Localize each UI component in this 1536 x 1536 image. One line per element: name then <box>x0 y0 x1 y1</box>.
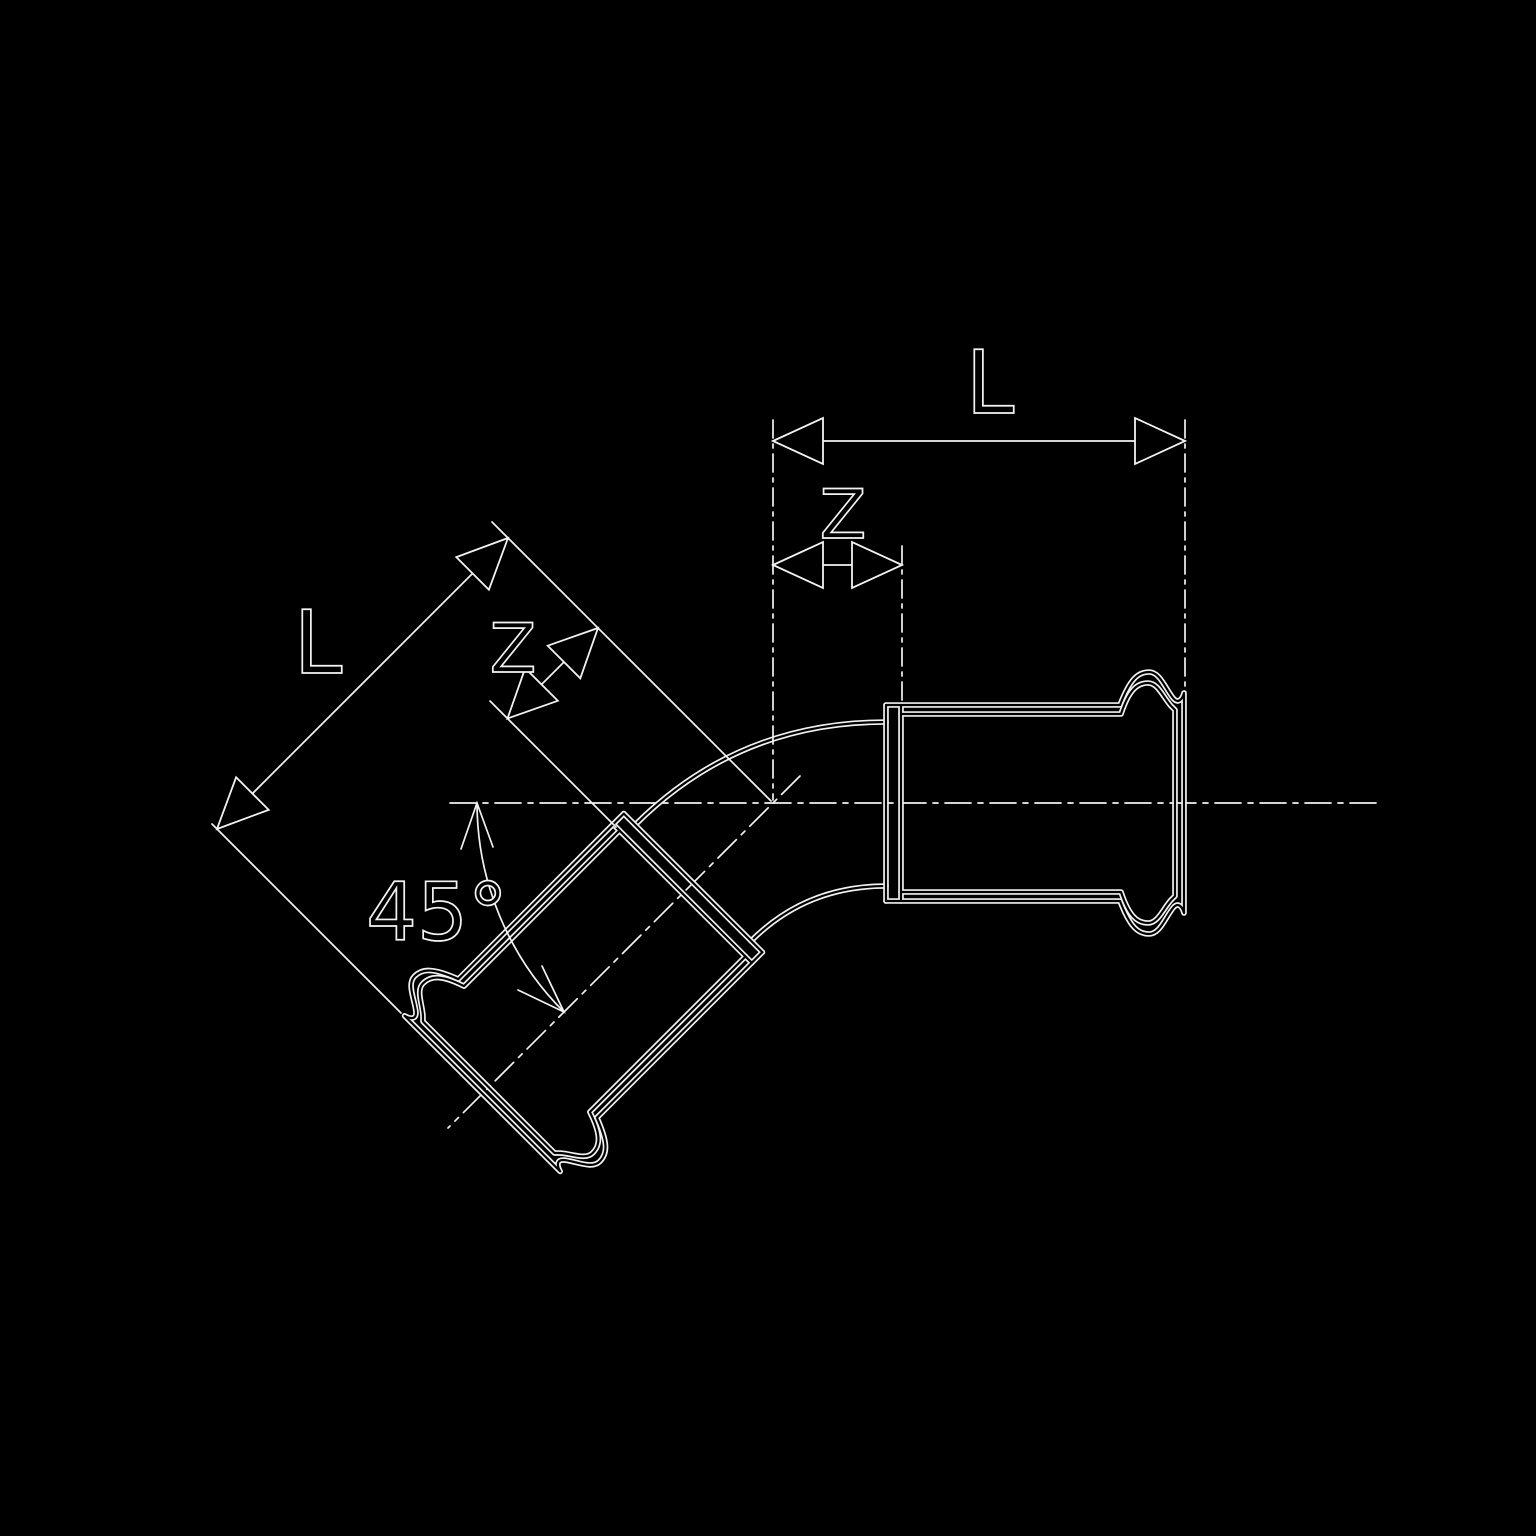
dimension-l-right: L <box>770 331 1188 466</box>
arrowhead-l-right-right <box>1134 416 1188 466</box>
arrowhead-z-right-left <box>770 540 824 590</box>
arrowhead-l-left-bottom <box>215 775 271 831</box>
arrowhead-l-left-top <box>454 536 510 592</box>
dimension-line-l-left <box>216 537 509 830</box>
label-z-right: Z <box>820 476 867 555</box>
extension-line-mouth-diagonal <box>489 700 617 828</box>
angle-arrowhead-bottom <box>517 965 566 1014</box>
left-socket-centerline <box>447 775 801 1129</box>
dimension-line-z-left <box>540 661 565 686</box>
extension-lines-right <box>772 419 1186 801</box>
extension-line-end-diagonal <box>211 823 402 1014</box>
arrowhead-z-left-top <box>546 626 600 680</box>
label-z-left: Z <box>490 610 537 689</box>
arrowhead-z-right-right <box>851 540 905 590</box>
extension-line-vertex-diagonal <box>491 521 772 802</box>
angle-arc <box>476 802 565 1013</box>
angle-arrowhead-top <box>460 800 494 850</box>
dimension-l-left: L <box>215 536 510 831</box>
label-angle-45: 45° <box>366 866 508 959</box>
arrowhead-z-left-bottom <box>506 666 560 720</box>
dimension-z-left: Z <box>489 609 600 720</box>
extension-lines-left <box>211 521 772 1014</box>
dimension-z-right: Z <box>770 475 905 590</box>
label-l-left: L <box>294 592 342 694</box>
arrowhead-l-right-left <box>770 416 824 466</box>
label-l-right: L <box>966 332 1014 434</box>
angle-dimension-45: 45° <box>365 800 566 1014</box>
